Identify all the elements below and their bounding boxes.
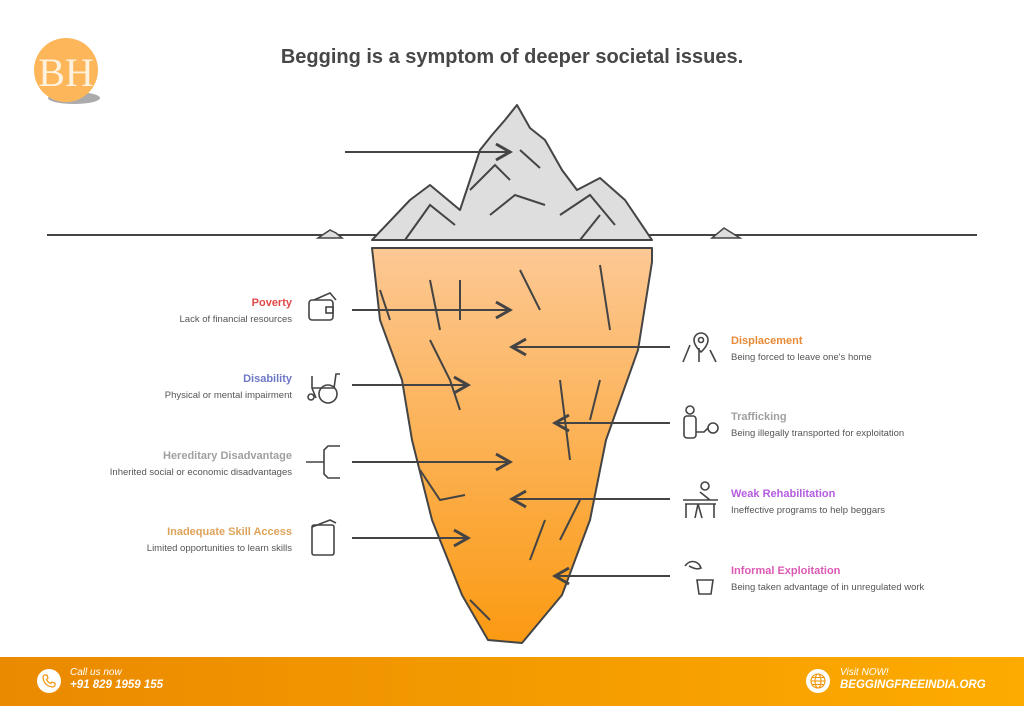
- cause-disability: Disability Physical or mental impairment: [0, 373, 292, 401]
- cause-title: Weak Rehabilitation: [731, 488, 836, 500]
- svg-text:BH: BH: [38, 50, 94, 95]
- iceberg-tip: [371, 104, 653, 241]
- visit-label: Visit NOW!: [840, 667, 889, 678]
- footer: Call us now +91 829 1959 155 Visit NOW! …: [0, 657, 1024, 706]
- visit-site[interactable]: Visit NOW! BEGGINGFREEINDIA.ORG: [840, 667, 986, 691]
- book-icon: [311, 519, 337, 556]
- cause-trafficking: Trafficking Being illegally transported …: [731, 411, 1024, 439]
- cause-title: Inadequate Skill Access: [167, 526, 292, 538]
- logo: BH: [30, 36, 102, 108]
- small-icebergs: [315, 227, 743, 239]
- cause-title: Displacement: [731, 335, 803, 347]
- cause-desc: Limited opportunities to learn skills: [146, 543, 292, 554]
- shackled-person-icon: [683, 405, 719, 439]
- cause-poverty: Poverty Lack of financial resources: [0, 297, 292, 325]
- website-link[interactable]: BEGGINGFREEINDIA.ORG: [840, 679, 986, 691]
- cause-weak-rehabilitation: Weak Rehabilitation Ineffective programs…: [731, 488, 1024, 516]
- phone-number[interactable]: +91 829 1959 155: [70, 679, 164, 691]
- bracket-icon: [306, 445, 340, 479]
- cause-desc: Being taken advantage of in unregulated …: [731, 582, 925, 593]
- arrows: [345, 142, 670, 586]
- cause-desc: Being forced to leave one's home: [731, 352, 872, 363]
- cause-title: Informal Exploitation: [731, 565, 841, 577]
- cause-desc: Being illegally transported for exploita…: [731, 428, 905, 439]
- cause-displacement: Displacement Being forced to leave one's…: [731, 335, 1024, 363]
- page-title: Begging is a symptom of deeper societal …: [280, 46, 744, 68]
- wheelchair-icon: [307, 373, 340, 404]
- cause-inadequate-skill-access: Inadequate Skill Access Limited opportun…: [0, 526, 292, 554]
- cause-desc: Physical or mental impairment: [164, 390, 292, 401]
- cause-desc: Lack of financial resources: [179, 314, 292, 325]
- iceberg-underwater: [371, 247, 653, 644]
- call-label: Call us now: [70, 667, 122, 678]
- call-us[interactable]: Call us now +91 829 1959 155: [70, 667, 163, 691]
- cause-desc: Ineffective programs to help beggars: [731, 505, 886, 516]
- cause-title: Poverty: [251, 297, 292, 309]
- wallet-icon: [308, 292, 337, 321]
- cause-desc: Inherited social or economic disadvantag…: [109, 467, 292, 478]
- cause-title: Disability: [243, 373, 292, 385]
- hand-bucket-icon: [684, 560, 714, 595]
- cause-title: Hereditary Disadvantage: [163, 450, 292, 462]
- globe-icon: [806, 669, 830, 693]
- cause-informal-exploitation: Informal Exploitation Being taken advant…: [731, 565, 1024, 593]
- cause-title: Trafficking: [731, 411, 787, 423]
- person-desk-icon: [683, 481, 718, 519]
- location-road-icon: [682, 332, 717, 363]
- phone-icon: [37, 669, 61, 693]
- cause-hereditary-disadvantage: Hereditary Disadvantage Inherited social…: [0, 450, 292, 478]
